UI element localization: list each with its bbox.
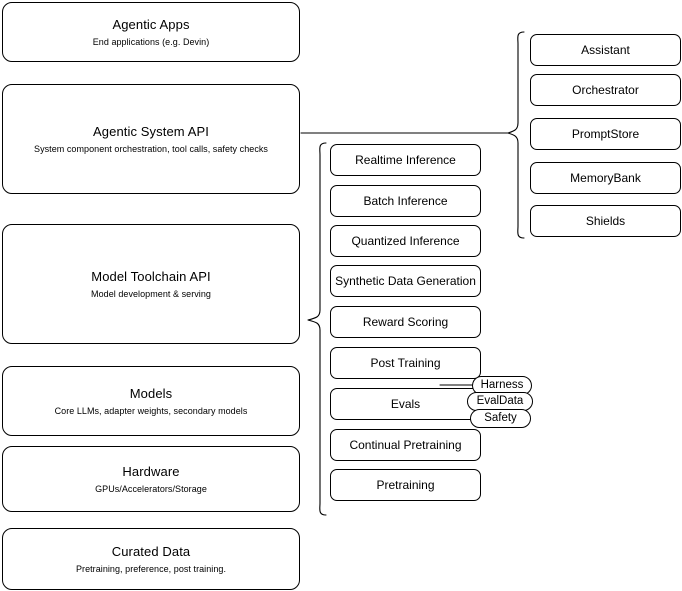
component-evals[interactable]: Evals [330, 388, 481, 420]
component-shields[interactable]: Shields [530, 205, 681, 237]
component-pretraining[interactable]: Pretraining [330, 469, 481, 501]
component-label: PromptStore [571, 126, 640, 141]
component-label: Orchestrator [572, 82, 639, 97]
component-continual-pretraining[interactable]: Continual Pretraining [330, 429, 481, 461]
component-label: Evals [390, 396, 421, 411]
component-label: Quantized Inference [351, 233, 460, 248]
layer-title: Curated Data [111, 543, 191, 559]
layer-subtitle: Pretraining, preference, post training. [75, 563, 227, 574]
component-assistant[interactable]: Assistant [530, 34, 681, 66]
component-reward-scoring[interactable]: Reward Scoring [330, 306, 481, 338]
component-quantized-inference[interactable]: Quantized Inference [330, 225, 481, 257]
subcomponent-label: Safety [484, 412, 517, 424]
component-label: Continual Pretraining [349, 437, 462, 452]
component-promptstore[interactable]: PromptStore [530, 118, 681, 150]
brace-agentic-system [507, 31, 525, 239]
component-label: Synthetic Data Generation [335, 273, 476, 288]
component-label: MemoryBank [570, 170, 641, 185]
layer-title: Agentic Apps [112, 16, 190, 32]
component-label: Batch Inference [363, 193, 448, 208]
component-label: Realtime Inference [355, 152, 456, 167]
subcomponent-evaldata[interactable]: EvalData [467, 392, 533, 411]
layer-models[interactable]: Models Core LLMs, adapter weights, secon… [2, 366, 300, 436]
layer-subtitle: End applications (e.g. Devin) [92, 36, 210, 47]
layer-title: Model Toolchain API [91, 268, 211, 284]
brace-model-toolchain [307, 142, 327, 516]
component-label: Reward Scoring [362, 314, 449, 329]
component-post-training[interactable]: Post Training [330, 347, 481, 379]
subcomponent-label: Harness [480, 379, 524, 391]
layer-subtitle: Core LLMs, adapter weights, secondary mo… [54, 405, 248, 416]
layer-hardware[interactable]: Hardware GPUs/Accelerators/Storage [2, 446, 300, 512]
component-label: Pretraining [376, 477, 435, 492]
component-synthetic-data-generation[interactable]: Synthetic Data Generation [330, 265, 481, 297]
layer-agentic-apps[interactable]: Agentic Apps End applications (e.g. Devi… [2, 2, 300, 62]
layer-agentic-system-api[interactable]: Agentic System API System component orch… [2, 84, 300, 194]
layer-model-toolchain-api[interactable]: Model Toolchain API Model development & … [2, 224, 300, 344]
component-label: Assistant [581, 42, 630, 57]
layer-title: Hardware [122, 463, 180, 479]
component-label: Shields [585, 213, 626, 228]
layer-title: Models [129, 385, 173, 401]
component-label: Post Training [370, 355, 441, 370]
layer-subtitle: Model development & serving [91, 288, 211, 299]
subcomponent-label: EvalData [476, 395, 524, 407]
layer-subtitle: System component orchestration, tool cal… [34, 143, 268, 154]
component-orchestrator[interactable]: Orchestrator [530, 74, 681, 106]
layer-title: Agentic System API [93, 123, 209, 139]
subcomponent-safety[interactable]: Safety [470, 409, 531, 428]
layer-subtitle: GPUs/Accelerators/Storage [95, 483, 207, 494]
component-realtime-inference[interactable]: Realtime Inference [330, 144, 481, 176]
layer-curated-data[interactable]: Curated Data Pretraining, preference, po… [2, 528, 300, 590]
subcomponent-harness[interactable]: Harness [472, 376, 532, 395]
component-memorybank[interactable]: MemoryBank [530, 162, 681, 194]
component-batch-inference[interactable]: Batch Inference [330, 185, 481, 217]
